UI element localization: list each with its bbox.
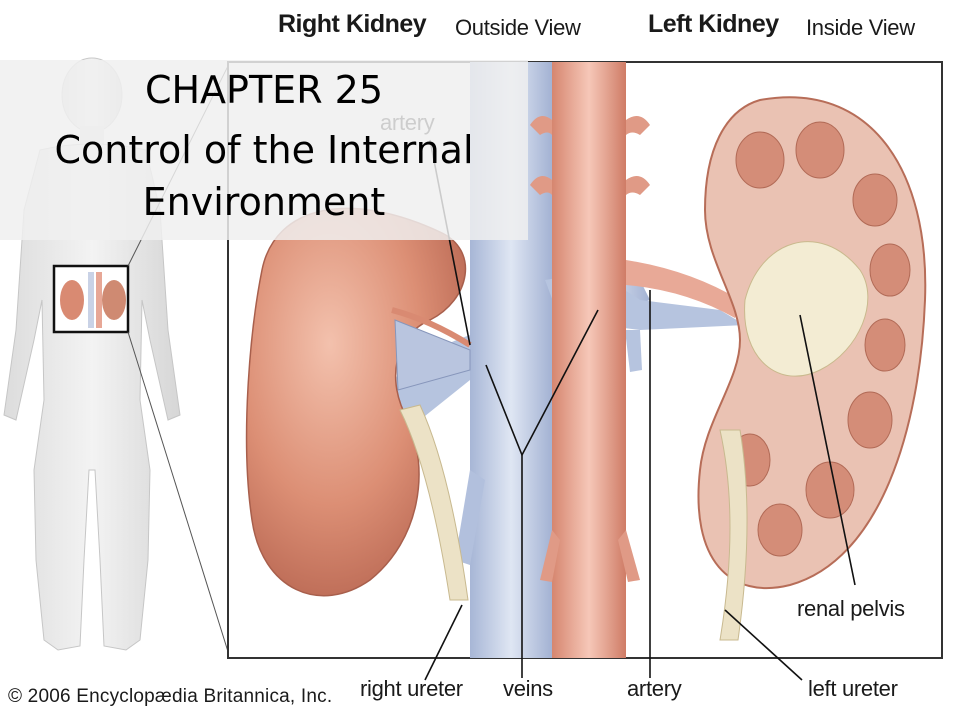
label-right-ureter: right ureter	[360, 676, 463, 701]
label-veins: veins	[503, 676, 553, 701]
right-kidney	[245, 207, 472, 601]
callout-lines	[424, 139, 856, 681]
label-artery-bottom: artery	[627, 676, 682, 701]
label-renal-pelvis: renal pelvis	[797, 596, 905, 621]
right-kidney-heading: Right Kidney	[278, 10, 427, 38]
left-kidney-heading: Left Kidney	[648, 10, 779, 38]
title-panel: CHAPTER 25 Control of the Internal Envir…	[0, 60, 528, 240]
copyright-notice: © 2006 Encyclopædia Britannica, Inc.	[8, 686, 333, 707]
label-left-ureter: left ureter	[808, 676, 898, 701]
chapter-heading: CHAPTER 25	[144, 68, 384, 112]
chapter-title-line1: Control of the Internal	[54, 128, 474, 172]
aorta	[530, 62, 740, 658]
chapter-title-line2: Environment	[142, 180, 386, 224]
body-silhouette	[3, 57, 231, 659]
right-kidney-view: Outside View	[455, 15, 581, 40]
left-kidney-view: Inside View	[806, 15, 915, 40]
left-kidney	[697, 96, 927, 641]
